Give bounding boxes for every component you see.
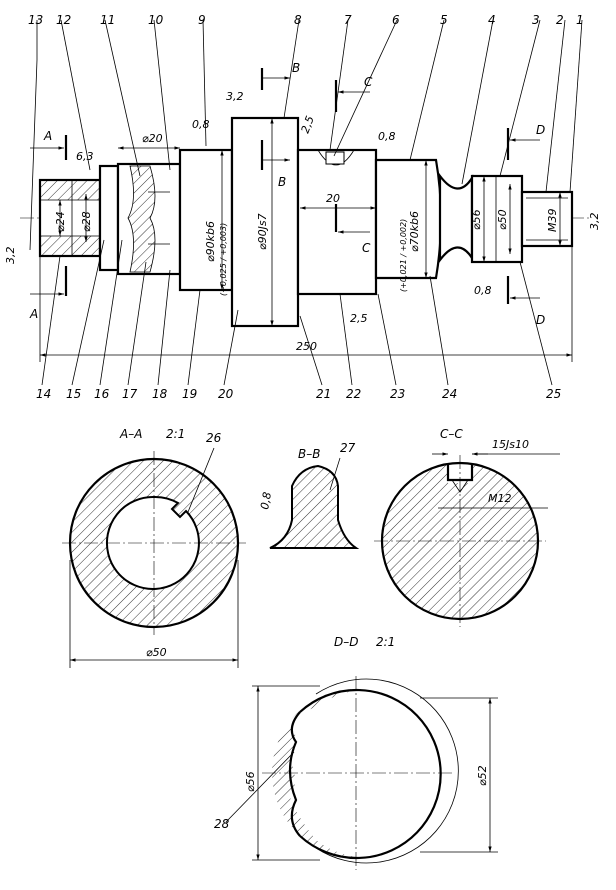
callout-27: 27 [340,441,356,455]
marker-c-top: C [364,75,373,89]
dd-outer [299,688,442,860]
marker-d-top: D [536,123,545,137]
dim-m39: M39 [546,209,559,233]
dim-d90js7: ⌀90Js7 [256,213,269,250]
cc-dim-m12: M12 [488,492,512,505]
section-aa: A–A 2:1 ⌀50 [62,427,246,668]
aa-dim-d50: ⌀50 [146,646,167,659]
callout-4: 4 [488,13,496,27]
marker-b-top: B [292,61,300,75]
callout-2: 2 [556,13,564,27]
callout-17: 17 [122,387,138,401]
callout-9: 9 [198,13,206,27]
callout-18: 18 [152,387,168,401]
marker-d-bottom: D [536,313,545,327]
marker-a-top: A [43,129,52,143]
callout-10: 10 [148,13,164,27]
roughness-25-top: 2,5 [299,114,317,135]
roughness-63: 6,3 [76,150,94,163]
cc-hatch [382,463,538,619]
marker-a-bottom: A [29,307,38,321]
callout-15: 15 [66,387,81,401]
roughness-08-b: 0,8 [378,130,396,143]
roughness-08-c: 0,8 [474,284,492,297]
section-bb: B–B 0,8 [258,447,360,549]
callout-19: 19 [182,387,197,401]
dim-d56: ⌀56 [470,209,483,230]
callout-26: 26 [206,431,222,445]
section-bb-title: B–B [298,447,320,461]
section-dd-title: D–D [334,635,358,649]
dim-len250: 250 [296,340,317,353]
thread-m39 [520,190,574,248]
callout-24: 24 [442,387,457,401]
section-cc: C–C 15Js10 M12 [374,427,560,627]
roughness-32-left: 3,2 [4,247,17,265]
callout-22: 22 [346,387,361,401]
callout-11: 11 [100,13,115,27]
roughness-08-a: 0,8 [192,118,210,131]
roughness-08-bb: 0,8 [258,491,274,510]
callout-5: 5 [440,13,448,27]
section-aa-title: A–A [119,427,142,441]
bore-void [40,200,100,236]
dim-w20: 20 [326,192,340,205]
callout-14: 14 [36,387,51,401]
collar-90js7 [230,116,300,328]
callout-3: 3 [532,13,540,27]
keyway [325,151,345,165]
section-dd: D–D 2:1 ⌀56 ⌀52 [225,635,498,870]
spline-collar [98,164,120,272]
callout-16: 16 [94,387,110,401]
callout-1: 1 [576,13,584,27]
section-aa-scale: 2:1 [166,427,185,441]
bb-profile [269,464,360,549]
callout-6: 6 [392,13,400,27]
dim-d28: ⌀28 [80,211,93,232]
roughness-25-bottom: 2,5 [350,312,368,325]
callout-20: 20 [218,387,234,401]
callout-23: 23 [390,387,405,401]
shaft-view [20,19,592,386]
dim-d70kb6: ⌀70kb6 [408,211,421,252]
callout-7: 7 [344,13,352,27]
callout-13: 13 [28,13,43,27]
section-cc-title: C–C [440,427,463,441]
neck-groove [438,172,474,264]
callout-21: 21 [316,387,331,401]
callout-12: 12 [56,13,71,27]
dim-d50-main: ⌀50 [496,209,509,230]
section-dd-scale: 2:1 [376,635,395,649]
main-annotations: 6,3 3,2 0,8 2,5 0,8 3,2 3,2 0,8 2,5 ⌀20 … [4,61,601,353]
callout-8: 8 [294,13,302,27]
marker-b-bottom: B [278,175,286,189]
roughness-32-right: 3,2 [588,213,601,231]
callout-28: 28 [214,817,230,831]
callout-25: 25 [546,387,561,401]
cc-dim-js10: 15Js10 [492,438,529,451]
dim-d90kb6-tol: (+0,025 / +0,003) [219,223,228,296]
dim-d70kb6-tol: (+0,021 / +0,002) [399,219,408,292]
dd-dim-d52: ⌀52 [476,765,489,786]
marker-c-bottom: C [362,241,371,255]
spline-break [127,165,156,273]
dd-outer-arc [315,678,459,864]
dd-dim-d56: ⌀56 [244,771,257,792]
dim-d24: ⌀24 [54,211,67,232]
roughness-32-top: 3,2 [226,90,244,103]
callout-numbers: 1 2 3 4 5 6 7 8 9 10 11 12 13 14 15 16 1… [28,13,584,831]
dim-d90kb6: ⌀90kb6 [204,221,217,262]
dim-d20: ⌀20 [142,132,163,145]
